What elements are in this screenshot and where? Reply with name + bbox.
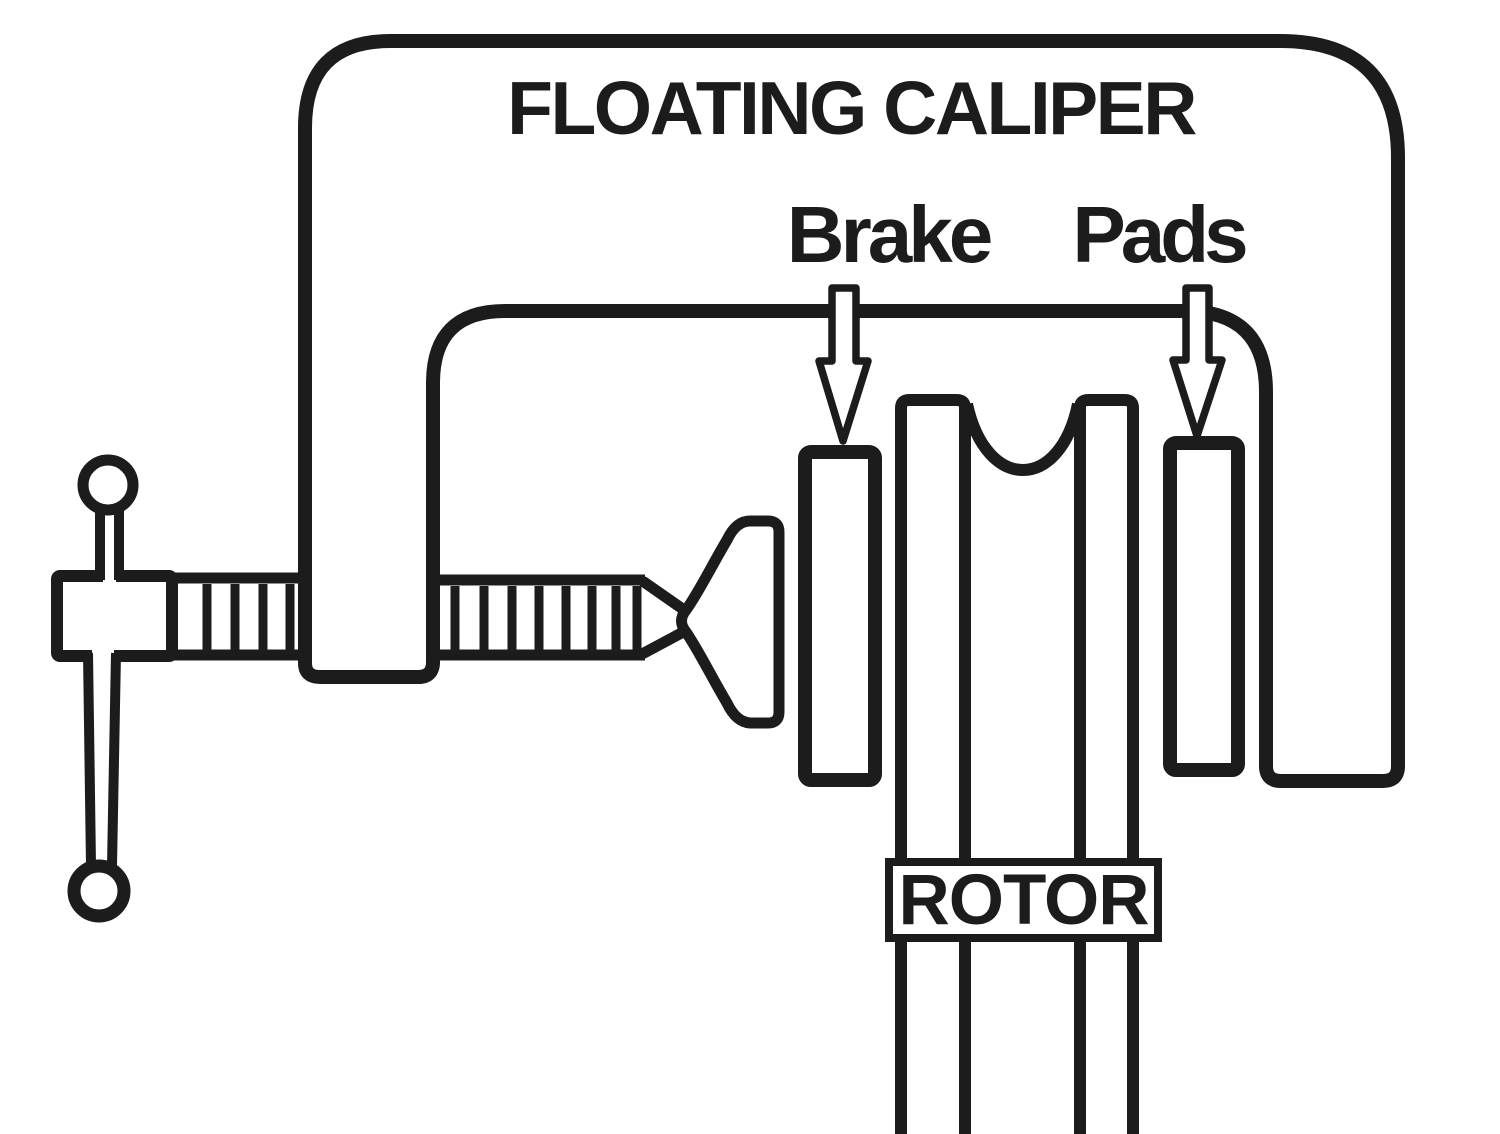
- diagram-title: FLOATING CALIPER: [507, 66, 1197, 150]
- screw-thread-marks: [202, 584, 642, 650]
- rotor-plate-left: [895, 394, 971, 1134]
- rotor-hat-curve: [961, 402, 1084, 476]
- brake-pad-left: [798, 445, 882, 787]
- pads-arrow-icon: [1169, 284, 1226, 440]
- screw-shaft: [170, 572, 693, 661]
- piston-pusher: [676, 515, 785, 729]
- screw-neck-top: [638, 576, 693, 618]
- rotor-disc: [895, 394, 1139, 1134]
- handle-ball-bottom: [67, 859, 131, 923]
- brake-pad-right: [1163, 436, 1245, 777]
- brake-arrow-icon: [815, 284, 872, 445]
- brake-label: Brake: [786, 190, 993, 279]
- pads-label: Pads: [1072, 190, 1248, 279]
- caliper-body-outline: [298, 34, 1405, 788]
- rotor-label-box: ROTOR: [885, 858, 1162, 942]
- handle-ball-top: [77, 454, 139, 516]
- screw-neck-bottom: [638, 624, 693, 659]
- rotor-label: ROTOR: [898, 860, 1149, 940]
- handle-hole-top: [103, 564, 116, 588]
- handle-rods: [83, 505, 124, 867]
- t-handle: [51, 454, 178, 923]
- handle-hole-bottom: [92, 648, 114, 670]
- rotor-plate-right: [1074, 394, 1139, 1134]
